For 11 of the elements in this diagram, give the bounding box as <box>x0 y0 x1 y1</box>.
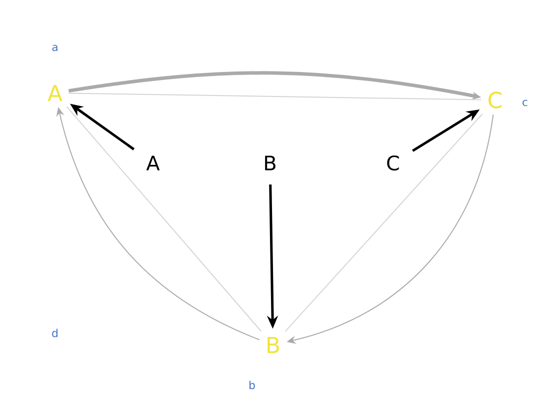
vertex-label: B <box>268 336 279 353</box>
connector-line <box>68 92 482 100</box>
letter-label: B <box>265 156 276 170</box>
vertex-label: C <box>488 92 502 108</box>
corner-label: d <box>52 328 58 338</box>
corner-label: c <box>522 100 528 106</box>
corner-label: b <box>250 380 255 390</box>
corner-label: a <box>52 44 58 52</box>
letter-label: C <box>387 155 399 171</box>
vertex-label: A <box>48 84 62 102</box>
letter-label: A <box>146 156 160 170</box>
